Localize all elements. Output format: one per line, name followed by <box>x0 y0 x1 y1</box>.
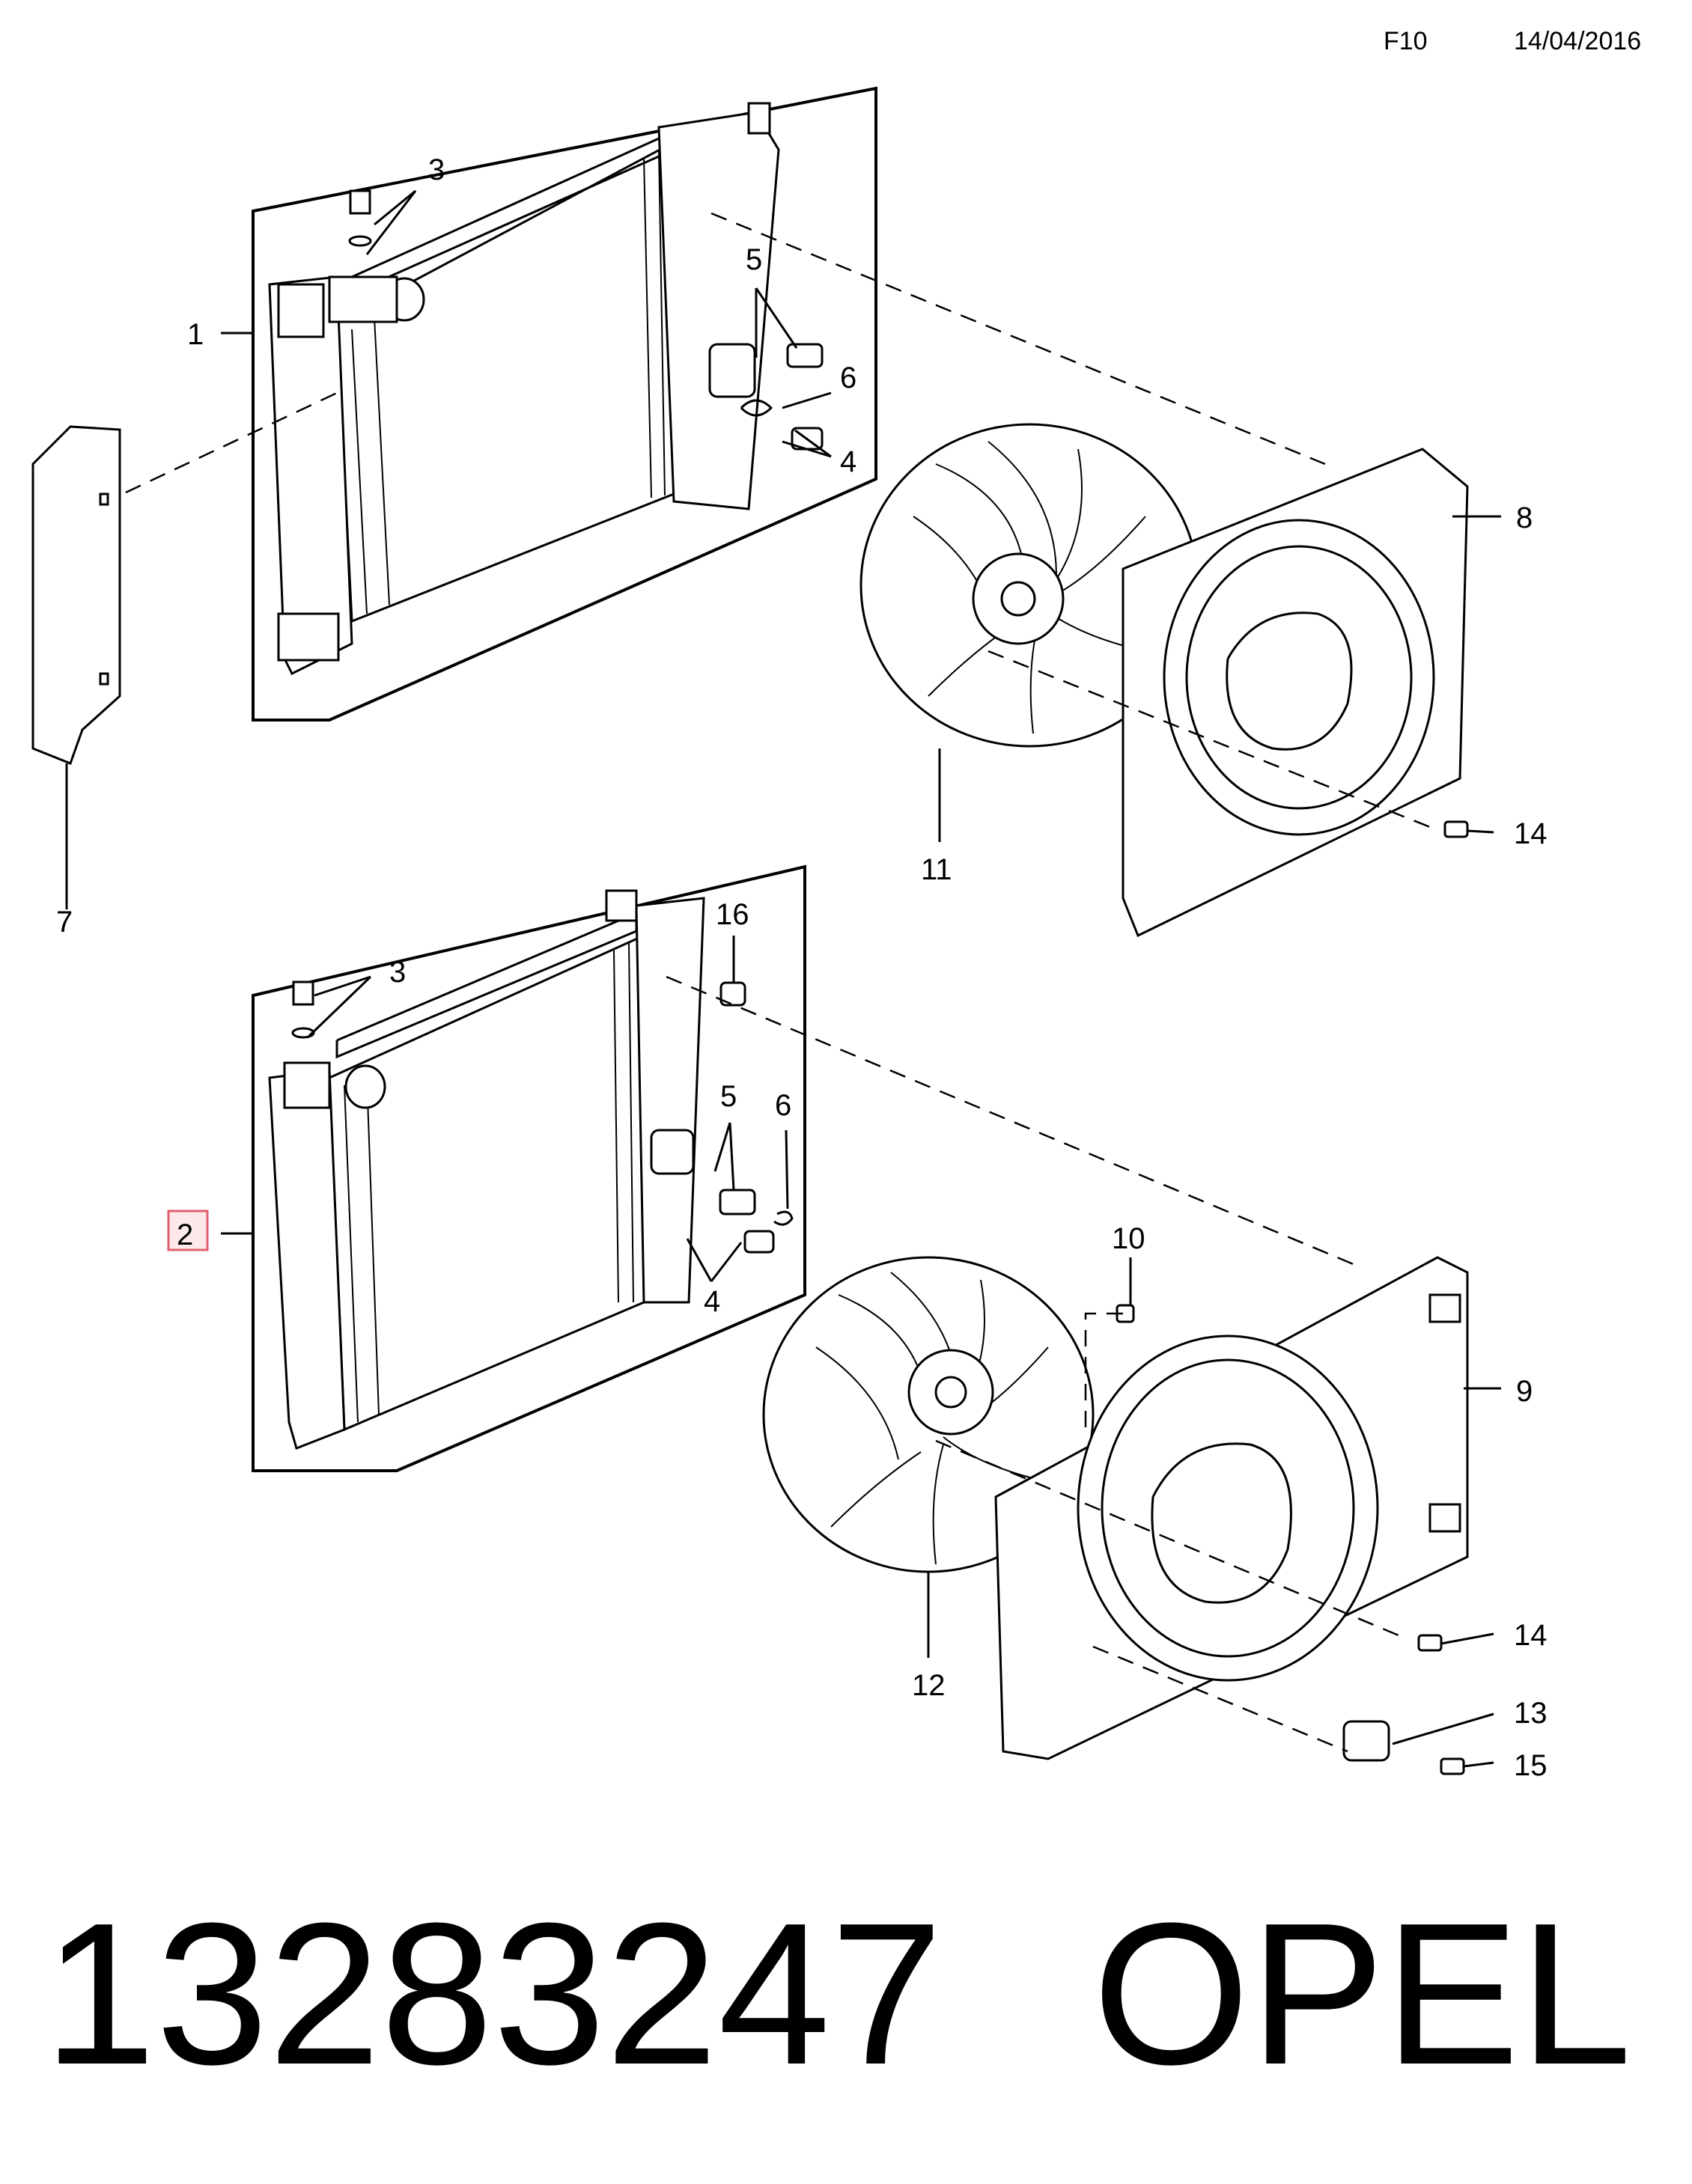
callout-12[interactable]: 12 <box>912 1669 946 1702</box>
callout-16[interactable]: 16 <box>716 898 749 931</box>
callout-3-upper[interactable]: 3 <box>428 153 445 186</box>
air-deflector <box>31 425 121 765</box>
callout-1[interactable]: 1 <box>187 318 204 351</box>
screw-14-upper <box>1443 820 1469 838</box>
callout-14-lower[interactable]: 14 <box>1514 1619 1548 1652</box>
callout-6-upper[interactable]: 6 <box>840 362 856 394</box>
callout-11[interactable]: 11 <box>921 853 952 886</box>
alignment-lines <box>125 212 1431 1753</box>
fan-shroud-upper <box>1122 448 1469 938</box>
callout-5-upper[interactable]: 5 <box>746 243 762 276</box>
callout-5-lower[interactable]: 5 <box>720 1080 737 1113</box>
callout-13[interactable]: 13 <box>1514 1697 1548 1730</box>
callout-7[interactable]: 7 <box>56 906 73 939</box>
callout-2[interactable]: 2 <box>177 1218 193 1251</box>
callout-15[interactable]: 15 <box>1514 1749 1548 1782</box>
screw-14-lower <box>1417 1634 1443 1652</box>
callout-3-lower[interactable]: 3 <box>389 956 406 989</box>
callout-10[interactable]: 10 <box>1112 1222 1145 1255</box>
callout-6-lower[interactable]: 6 <box>775 1089 791 1122</box>
screw-15 <box>1440 1757 1465 1775</box>
callout-4-lower[interactable]: 4 <box>704 1285 720 1318</box>
brand-name: OPEL <box>1092 1882 1632 2107</box>
callout-2-highlight <box>167 1210 209 1251</box>
leader-lines <box>65 189 1501 1768</box>
callout-9[interactable]: 9 <box>1516 1375 1533 1408</box>
radiator-assembly-lower <box>252 864 806 1472</box>
callout-14-upper[interactable]: 14 <box>1514 817 1548 850</box>
callouts: 1 2 3 3 4 4 5 5 6 6 7 8 9 10 11 12 13 14… <box>56 153 1548 1782</box>
fan-resistor <box>1342 1720 1390 1762</box>
diagram-date: 14/04/2016 <box>1514 27 1642 55</box>
fan-shroud-lower <box>994 1256 1469 1760</box>
callout-8[interactable]: 8 <box>1516 501 1533 534</box>
part-number: 13283247 <box>43 1882 943 2107</box>
diagram-code: F10 <box>1384 27 1428 55</box>
cooling-fan-upper <box>859 423 1199 748</box>
radiator-assembly-upper <box>252 86 877 722</box>
callout-4-upper[interactable]: 4 <box>840 445 856 478</box>
